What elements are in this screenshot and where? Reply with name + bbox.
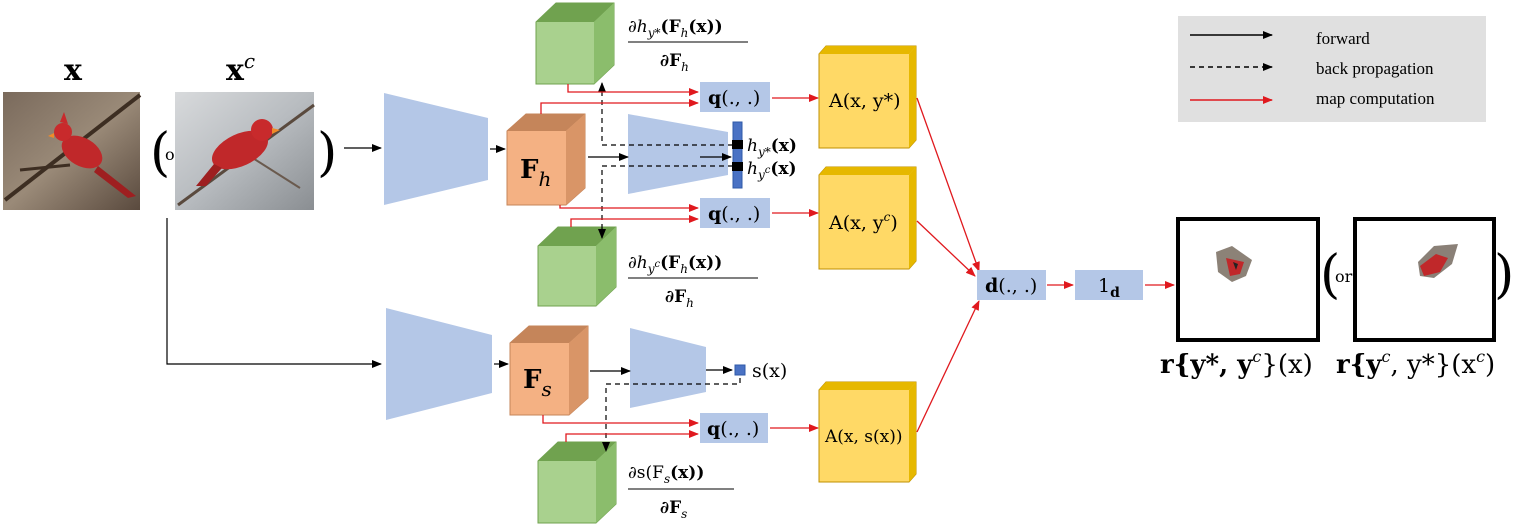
logit-yc	[732, 162, 743, 171]
hy-c-label: hyc(x)	[747, 159, 797, 182]
or-label-2: or	[1335, 267, 1353, 286]
bird-head-shape	[54, 123, 72, 141]
bird-head-shape	[251, 119, 273, 141]
score-s	[734, 364, 746, 376]
map-arrow-grad3-to-q3	[565, 430, 699, 442]
a-ystar-label: A(x, y*)	[828, 90, 901, 112]
backprop-yc	[598, 165, 733, 239]
bird-body-shape	[61, 135, 103, 169]
q-box-ystar	[700, 82, 770, 112]
legend: forward back propagation map computation	[1178, 16, 1486, 122]
feature-cube-fh: Fh	[506, 113, 586, 206]
output-open-paren: (	[1320, 245, 1340, 305]
bird-tail-shape	[94, 166, 136, 198]
svg-text:∂hy*(Fh(x)): ∂hy*(Fh(x))	[628, 17, 723, 40]
map-arrow-fh-to-q1	[540, 99, 699, 114]
output-close-paren: )	[1494, 245, 1514, 305]
input-xc-group: xc	[175, 49, 315, 210]
map-arrow-fh-to-q2	[559, 204, 699, 212]
input-x-label: x	[64, 53, 83, 88]
q-label-s: q(., .)	[707, 418, 759, 440]
legend-forward-label: forward	[1316, 29, 1370, 48]
map-arrow-grad2-to-q2	[570, 215, 699, 227]
backprop-s	[602, 378, 741, 452]
branch-shape	[19, 163, 71, 172]
gradient-cube-ystar	[535, 2, 615, 85]
bird-region-shape	[1233, 262, 1238, 270]
output-map-xc	[1353, 217, 1496, 342]
classifier-head-bottom	[630, 328, 706, 408]
map-arrow-grad1-to-q1	[567, 84, 699, 96]
grad-label-s: ∂s(Fs(x)) ∂Fs	[628, 463, 734, 521]
legend-backprop-label: back propagation	[1316, 59, 1434, 78]
legend-background	[1178, 16, 1486, 122]
bird-beak-shape	[48, 133, 54, 138]
open-paren: (	[150, 123, 170, 183]
grad-label-yc: ∂hyc(Fh(x)) ∂Fh	[628, 253, 758, 310]
bird-tail-shape	[196, 164, 222, 186]
map-arrow-fs-to-q3	[542, 415, 699, 427]
gradient-cube-s	[537, 441, 617, 524]
output-map-x	[1176, 217, 1320, 342]
encoder-top	[384, 93, 488, 205]
svg-text:∂Fs: ∂Fs	[660, 498, 687, 521]
indicator-box	[1075, 270, 1143, 300]
arrow-input-to-encoder-bottom	[166, 218, 382, 368]
svg-text:∂s(Fs(x)): ∂s(Fs(x))	[628, 463, 704, 486]
feature-cube-fs: Fs	[509, 325, 589, 416]
svg-text:∂Fh: ∂Fh	[660, 51, 689, 74]
encoder-bottom	[386, 308, 492, 420]
bird-crest-shape	[60, 112, 68, 124]
hy-star-label: hy*(x)	[747, 136, 797, 159]
q-label-ystar: q(., .)	[708, 87, 760, 109]
s-label: s(x)	[752, 360, 787, 382]
map-arrow-a1-to-d	[916, 97, 980, 272]
fs-label: Fs	[523, 365, 552, 401]
output-label-xc: r{yc, y*}(xc)	[1336, 347, 1495, 380]
logit-vector	[732, 121, 743, 189]
grad-label-ystar: ∂hy*(Fh(x)) ∂Fh	[628, 17, 748, 74]
close-paren: )	[317, 123, 337, 183]
bird-body-shape	[211, 130, 269, 170]
logit-ystar	[732, 140, 743, 149]
legend-map-label: map computation	[1316, 89, 1435, 108]
attention-map-s: A(x, s(x))	[818, 381, 917, 483]
svg-text:∂hyc(Fh(x)): ∂hyc(Fh(x))	[628, 253, 722, 276]
d-box	[977, 270, 1046, 300]
backprop-ystar	[598, 82, 733, 146]
a-s-label: A(x, s(x))	[824, 427, 903, 447]
classifier-head-top	[628, 114, 728, 194]
d-label: d(., .)	[985, 275, 1037, 297]
q-box-yc	[700, 198, 770, 228]
attention-map-yc: A(x, yc)	[818, 166, 917, 270]
output-label-x: r{y*, yc}(x)	[1160, 347, 1313, 380]
map-arrow-a2-to-d	[916, 220, 976, 277]
bird-beak-shape	[272, 128, 280, 134]
q-label-yc: q(., .)	[708, 203, 760, 225]
a-yc-label: A(x, yc)	[828, 210, 898, 234]
q-box-s	[700, 413, 768, 443]
indicator-label: 1d	[1098, 275, 1120, 301]
input-xc-label: xc	[226, 49, 255, 88]
bird-region-shape	[1420, 254, 1448, 276]
attention-map-ystar: A(x, y*)	[818, 45, 917, 149]
map-arrow-a3-to-d	[916, 300, 980, 433]
svg-text:∂Fh: ∂Fh	[665, 287, 694, 310]
gradient-cube-yc	[537, 226, 617, 307]
input-x-group: x	[3, 53, 142, 210]
fh-label: Fh	[520, 155, 551, 191]
